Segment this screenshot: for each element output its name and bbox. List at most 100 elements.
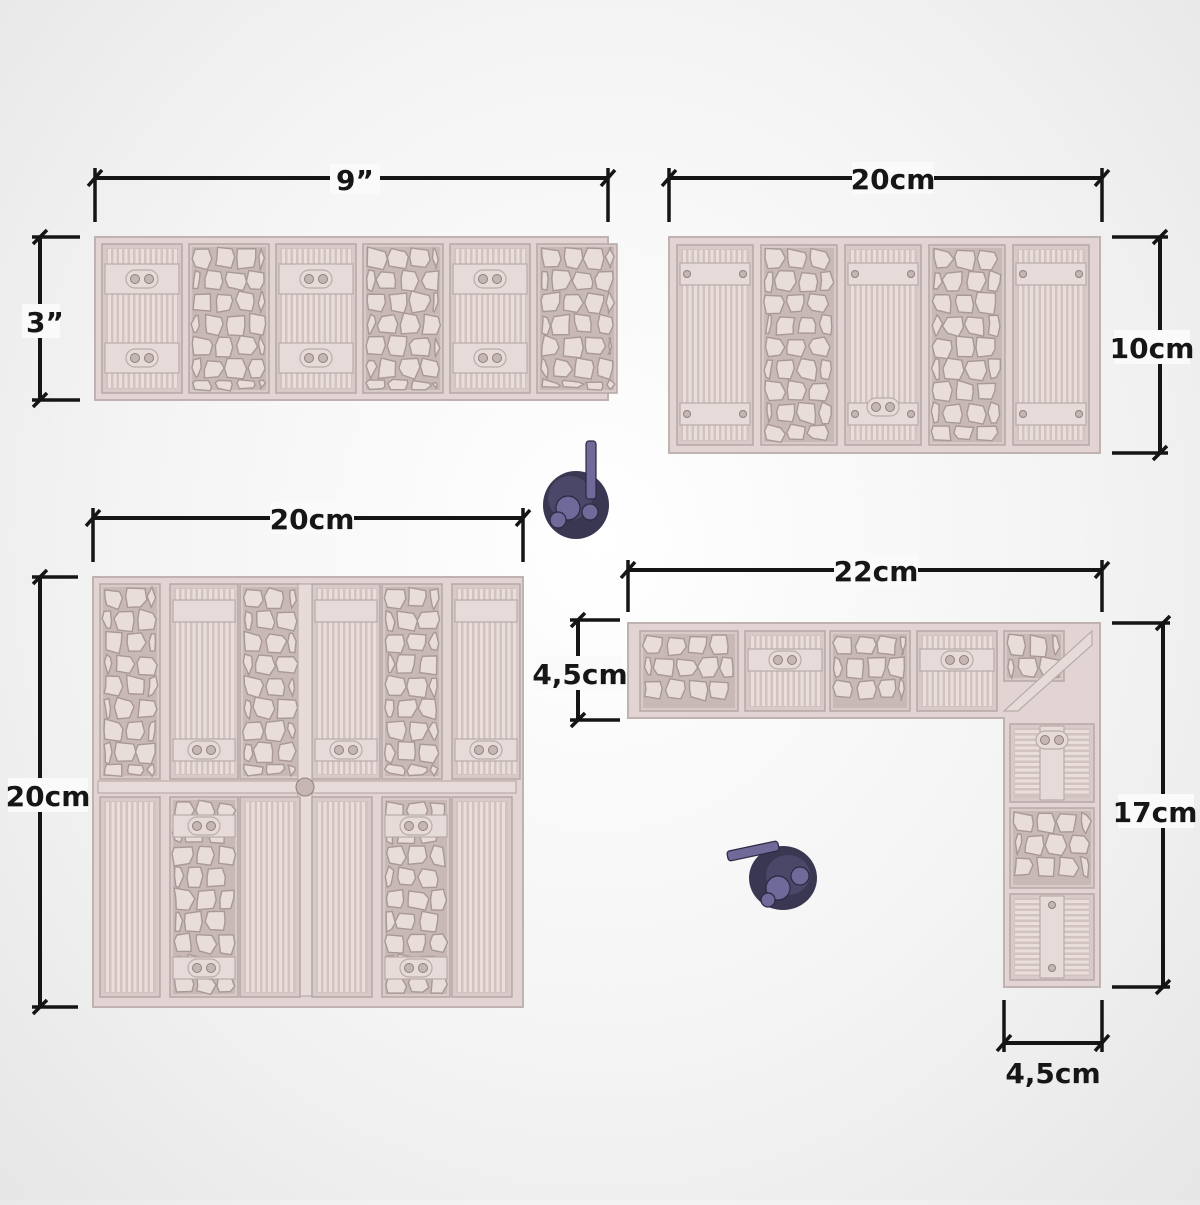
stone bbox=[113, 696, 135, 720]
stone bbox=[243, 763, 264, 777]
stone bbox=[243, 743, 254, 763]
stone bbox=[398, 357, 421, 381]
stone bbox=[126, 632, 147, 652]
stone bbox=[541, 315, 552, 336]
miniature-token-top bbox=[543, 440, 609, 539]
stone bbox=[204, 269, 224, 291]
screw bbox=[851, 270, 859, 278]
stone bbox=[562, 336, 584, 359]
stone bbox=[930, 357, 941, 381]
stone bbox=[418, 655, 438, 676]
stone bbox=[1057, 856, 1080, 878]
stone bbox=[427, 631, 440, 652]
stone bbox=[174, 911, 184, 933]
cross-plank bbox=[1015, 262, 1087, 286]
stone bbox=[597, 313, 614, 336]
stone bbox=[419, 357, 440, 379]
cross-plank bbox=[1015, 402, 1087, 426]
stone bbox=[899, 636, 907, 656]
stone bbox=[387, 652, 396, 674]
cross-plank bbox=[454, 599, 518, 623]
stone bbox=[763, 294, 786, 315]
stone bbox=[563, 246, 584, 270]
tile-a-width-dimension: 9” bbox=[86, 164, 617, 222]
tile-d-side-width-label: 4,5cm bbox=[1005, 1057, 1100, 1090]
stone bbox=[431, 247, 439, 270]
stone bbox=[206, 867, 227, 888]
stone bbox=[976, 249, 999, 271]
stone bbox=[876, 634, 898, 656]
stone bbox=[696, 656, 720, 679]
stone bbox=[242, 588, 264, 608]
tile-c-height-label: 20cm bbox=[6, 780, 91, 813]
stone bbox=[429, 844, 446, 868]
stone bbox=[258, 379, 267, 391]
stone bbox=[195, 933, 218, 955]
stone bbox=[687, 635, 708, 655]
screw bbox=[474, 745, 484, 755]
stone bbox=[384, 698, 395, 718]
stone bbox=[113, 741, 137, 763]
stone bbox=[584, 381, 604, 391]
tile-d-plate bbox=[627, 622, 1101, 988]
stone bbox=[718, 656, 734, 679]
stone bbox=[845, 657, 865, 680]
screw bbox=[492, 274, 502, 284]
stone bbox=[1014, 833, 1023, 856]
stone bbox=[214, 379, 233, 392]
stone bbox=[831, 679, 854, 699]
stone bbox=[243, 698, 252, 721]
screw bbox=[945, 655, 955, 665]
stone bbox=[384, 934, 405, 954]
screw bbox=[1048, 901, 1056, 909]
screw bbox=[885, 402, 895, 412]
stone bbox=[596, 356, 614, 381]
screw bbox=[418, 963, 428, 973]
stone bbox=[365, 379, 386, 391]
stone bbox=[137, 608, 157, 632]
tile-b-width-label: 20cm bbox=[851, 163, 936, 196]
stone bbox=[641, 634, 664, 655]
stone bbox=[806, 424, 830, 442]
stone bbox=[224, 271, 248, 292]
stone bbox=[773, 269, 797, 293]
stone bbox=[190, 314, 201, 333]
stone bbox=[1036, 812, 1057, 835]
stone bbox=[186, 866, 204, 889]
stone bbox=[551, 269, 573, 292]
stone bbox=[386, 720, 408, 742]
stone bbox=[289, 589, 298, 610]
stone bbox=[103, 763, 123, 778]
stone bbox=[400, 269, 420, 292]
stone bbox=[416, 610, 441, 630]
tile-c-height-dimension: 20cm bbox=[6, 568, 91, 1016]
stone bbox=[429, 763, 439, 778]
screw bbox=[683, 270, 691, 278]
stone bbox=[384, 634, 406, 654]
stone bbox=[241, 721, 265, 741]
screw bbox=[787, 655, 797, 665]
screw bbox=[1054, 735, 1064, 745]
stone bbox=[1080, 811, 1093, 835]
stone bbox=[1024, 834, 1045, 857]
stone bbox=[540, 356, 549, 380]
stone bbox=[137, 698, 158, 719]
stone bbox=[1055, 813, 1078, 833]
tile-a-sections bbox=[101, 243, 618, 394]
stone bbox=[192, 293, 212, 312]
screw bbox=[404, 821, 414, 831]
stone bbox=[433, 337, 441, 359]
stone bbox=[817, 401, 832, 425]
stone bbox=[974, 291, 997, 316]
stone bbox=[265, 678, 286, 697]
stone bbox=[405, 677, 429, 699]
stone bbox=[408, 337, 432, 357]
stone bbox=[254, 654, 277, 676]
stone bbox=[408, 721, 429, 742]
cross-plank bbox=[172, 599, 236, 623]
stone bbox=[204, 313, 224, 337]
stone bbox=[429, 888, 448, 911]
tile-c-width-dimension: 20cm bbox=[84, 502, 532, 562]
stone bbox=[429, 588, 440, 612]
